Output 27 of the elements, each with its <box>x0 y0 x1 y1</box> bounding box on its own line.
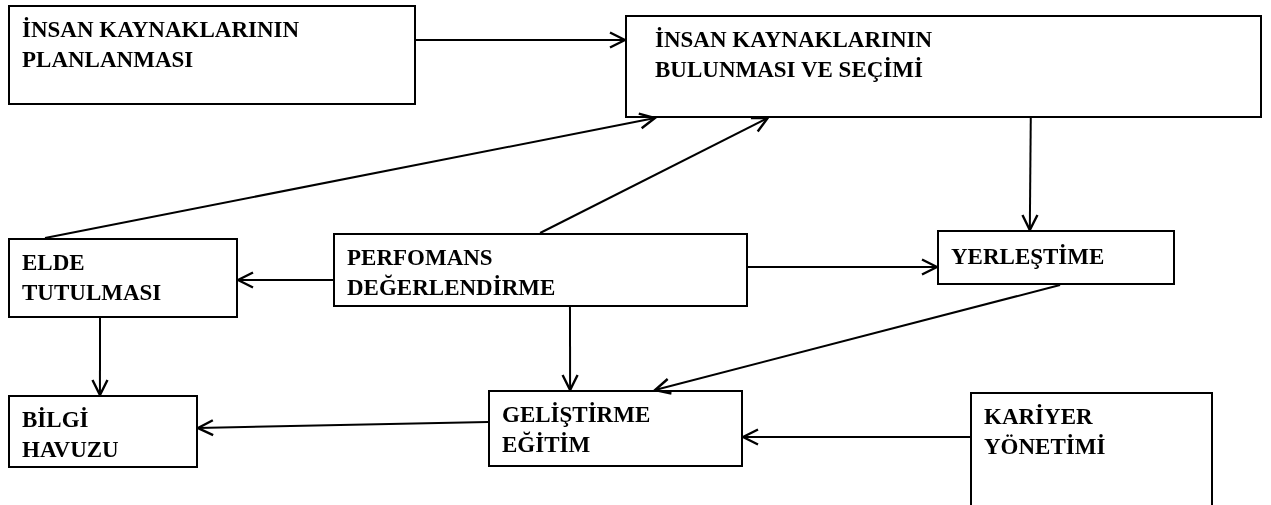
box-label: YERLEŞTİME <box>951 243 1106 271</box>
process-box <box>8 395 198 468</box>
process-box <box>488 390 743 467</box>
arrow <box>741 428 971 446</box>
arrow <box>747 258 939 276</box>
arrow <box>653 284 1062 395</box>
process-box <box>8 5 416 105</box>
box-label: İNSAN KAYNAKLARININ PLANLANMASI <box>22 16 301 74</box>
arrow <box>91 317 109 397</box>
arrow <box>561 306 579 392</box>
arrow <box>1021 117 1039 232</box>
process-box <box>8 238 238 318</box>
box-label: GELİŞTİRME EĞİTİM <box>502 401 652 459</box>
arrow <box>415 31 627 49</box>
box-label: İNSAN KAYNAKLARININ BULUNMASI VE SEÇİMİ <box>655 26 934 84</box>
arrow <box>236 271 334 289</box>
arrow <box>539 116 769 234</box>
process-box <box>625 15 1262 118</box>
process-box <box>333 233 748 307</box>
box-label: BİLGİ HAVUZU <box>22 406 120 464</box>
box-label: PERFOMANS DEĞERLENDİRME <box>347 244 557 302</box>
box-label: KARİYER YÖNETİMİ <box>984 403 1107 461</box>
process-box <box>970 392 1213 505</box>
arrow <box>44 112 657 239</box>
arrow <box>196 419 489 437</box>
process-box <box>937 230 1175 285</box>
box-label: ELDE TUTULMASI <box>22 249 163 307</box>
